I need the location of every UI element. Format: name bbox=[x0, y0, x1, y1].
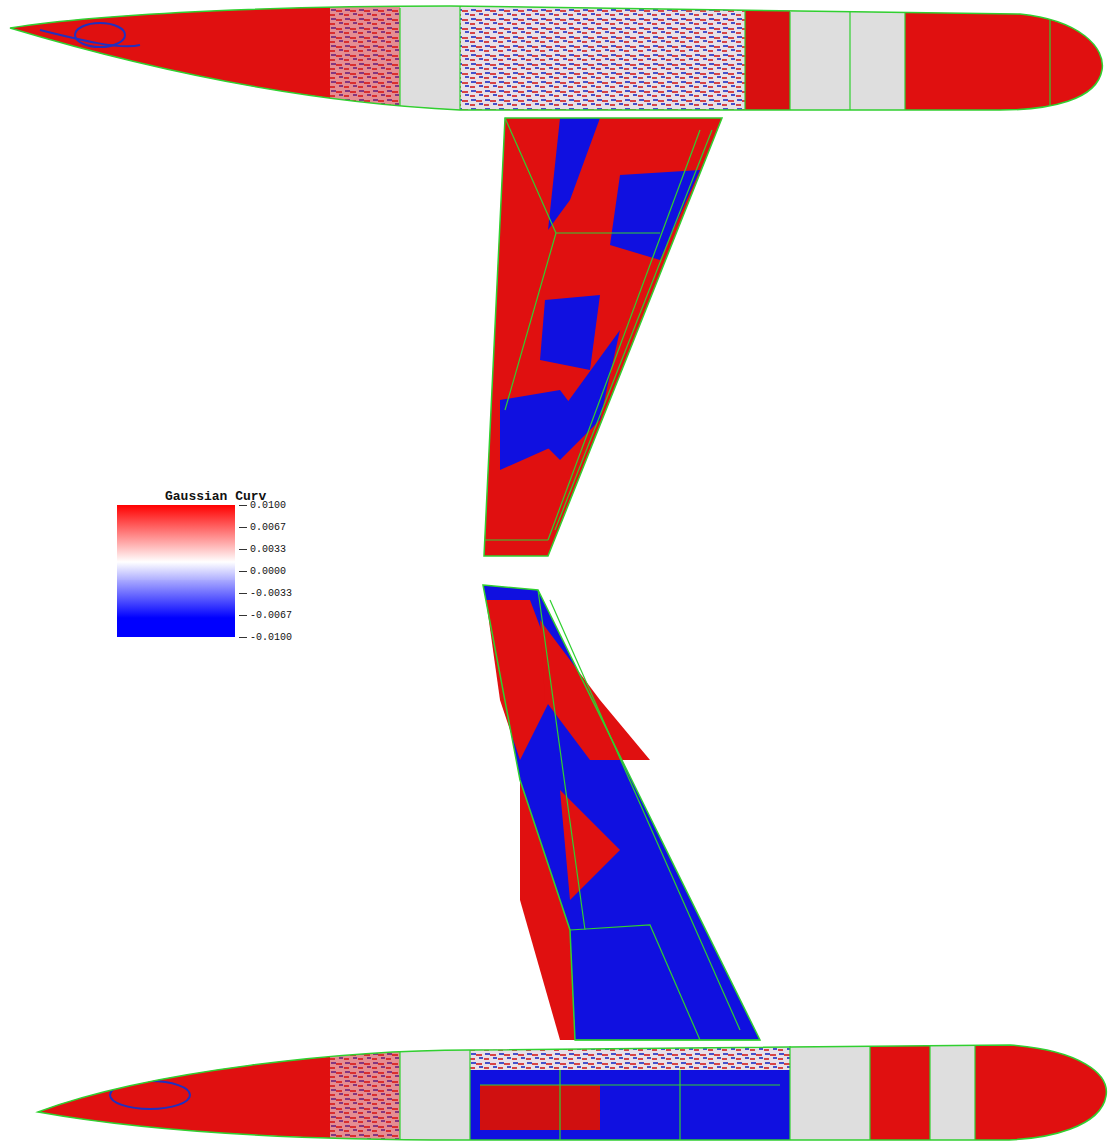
colorbar-tick bbox=[239, 593, 247, 594]
colorbar-value: -0.0067 bbox=[250, 610, 292, 621]
colorbar-value: -0.0100 bbox=[250, 632, 292, 643]
colorbar-value: 0.0067 bbox=[250, 522, 286, 533]
colorbar-value: 0.0033 bbox=[250, 544, 286, 555]
colorbar-tick bbox=[239, 571, 247, 572]
colorbar-segment bbox=[117, 562, 235, 581]
colorbar-segment bbox=[117, 580, 235, 599]
colorbar-tick bbox=[239, 527, 247, 528]
colorbar-segment bbox=[117, 543, 235, 562]
colorbar-segment bbox=[117, 599, 235, 618]
colorbar-tick bbox=[239, 505, 247, 506]
colorbar-value: 0.0100 bbox=[250, 500, 286, 511]
colorbar-tick bbox=[239, 549, 247, 550]
colorbar-segment bbox=[117, 505, 235, 524]
colorbar-tick bbox=[239, 637, 247, 638]
colorbar-tick bbox=[239, 615, 247, 616]
colorbar-segment bbox=[117, 524, 235, 543]
colorbar-value: 0.0000 bbox=[250, 566, 286, 577]
colorbar-segment bbox=[117, 618, 235, 637]
colorbar-value: -0.0033 bbox=[250, 588, 292, 599]
